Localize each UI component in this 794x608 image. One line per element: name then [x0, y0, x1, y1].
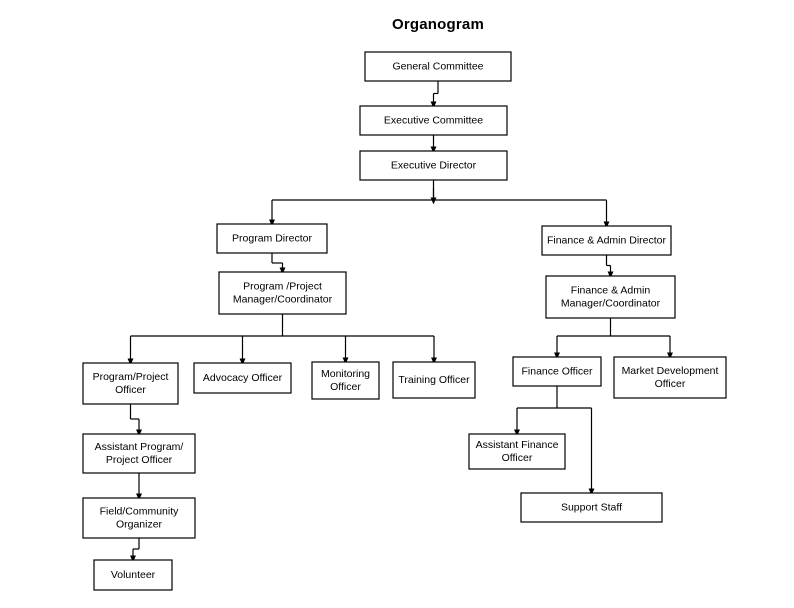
node-label: Program /Project — [243, 280, 322, 292]
node-label: Assistant Program/ — [95, 441, 184, 453]
org-node-volunteer[interactable]: Volunteer — [93, 559, 173, 591]
node-label: Manager/Coordinator — [561, 297, 661, 309]
node-label: Field/Community — [100, 505, 180, 517]
org-node-training-officer[interactable]: Training Officer — [392, 361, 476, 399]
node-box[interactable] — [520, 492, 663, 523]
node-box[interactable] — [193, 362, 292, 394]
node-box[interactable] — [359, 105, 508, 136]
node-label: Executive Director — [391, 159, 477, 171]
node-box[interactable] — [541, 225, 672, 256]
node-label: Assistant Finance — [476, 439, 559, 451]
node-label: Project Officer — [106, 454, 173, 466]
node-label: Finance Officer — [521, 365, 593, 377]
node-label: Manager/Coordinator — [233, 293, 333, 305]
node-label: Officer — [115, 384, 146, 396]
node-label: Finance & Admin — [571, 284, 651, 296]
node-box[interactable] — [93, 559, 173, 591]
node-box[interactable] — [82, 433, 196, 474]
node-label: Officer — [330, 381, 361, 393]
node-label: Finance & Admin Director — [547, 234, 667, 246]
node-label: Market Development — [622, 365, 719, 377]
edge-layer — [127, 81, 674, 563]
node-box[interactable] — [512, 356, 602, 387]
node-box[interactable] — [311, 361, 380, 400]
page-title-text: Organogram — [391, 16, 484, 33]
node-label: Training Officer — [398, 374, 470, 386]
node-label: Officer — [502, 452, 533, 464]
node-box[interactable] — [364, 51, 512, 82]
node-label: Organizer — [116, 518, 163, 530]
org-node-advocacy-officer[interactable]: Advocacy Officer — [193, 362, 292, 394]
node-box[interactable] — [216, 223, 328, 254]
node-box[interactable] — [468, 433, 566, 470]
node-box[interactable] — [613, 356, 727, 399]
node-box[interactable] — [392, 361, 476, 399]
org-node-executive-director[interactable]: Executive Director — [359, 150, 508, 181]
org-node-support-staff[interactable]: Support Staff — [520, 492, 663, 523]
org-node-executive-committee[interactable]: Executive Committee — [359, 105, 508, 136]
node-label: Program Director — [232, 232, 312, 244]
node-box[interactable] — [359, 150, 508, 181]
node-box[interactable] — [545, 275, 676, 319]
node-box[interactable] — [82, 497, 196, 539]
node-label: Advocacy Officer — [203, 372, 283, 384]
node-label: General Committee — [392, 60, 483, 72]
node-label: Support Staff — [561, 501, 622, 513]
org-node-program-director[interactable]: Program Director — [216, 223, 328, 254]
node-label: Officer — [655, 378, 686, 390]
org-node-assistant-program-project-officer[interactable]: Assistant Program/Project Officer — [82, 433, 196, 474]
node-box[interactable] — [82, 362, 179, 405]
page-title: Organogram — [0, 16, 794, 33]
node-label: Executive Committee — [384, 114, 483, 126]
org-node-general-committee[interactable]: General Committee — [364, 51, 512, 82]
node-box[interactable] — [218, 271, 347, 315]
node-label: Volunteer — [111, 569, 156, 581]
node-label: Program/Project — [93, 371, 169, 383]
org-node-finance-officer[interactable]: Finance Officer — [512, 356, 602, 387]
node-label: Monitoring — [321, 368, 370, 380]
org-node-finance-admin-director[interactable]: Finance & Admin Director — [541, 225, 672, 256]
